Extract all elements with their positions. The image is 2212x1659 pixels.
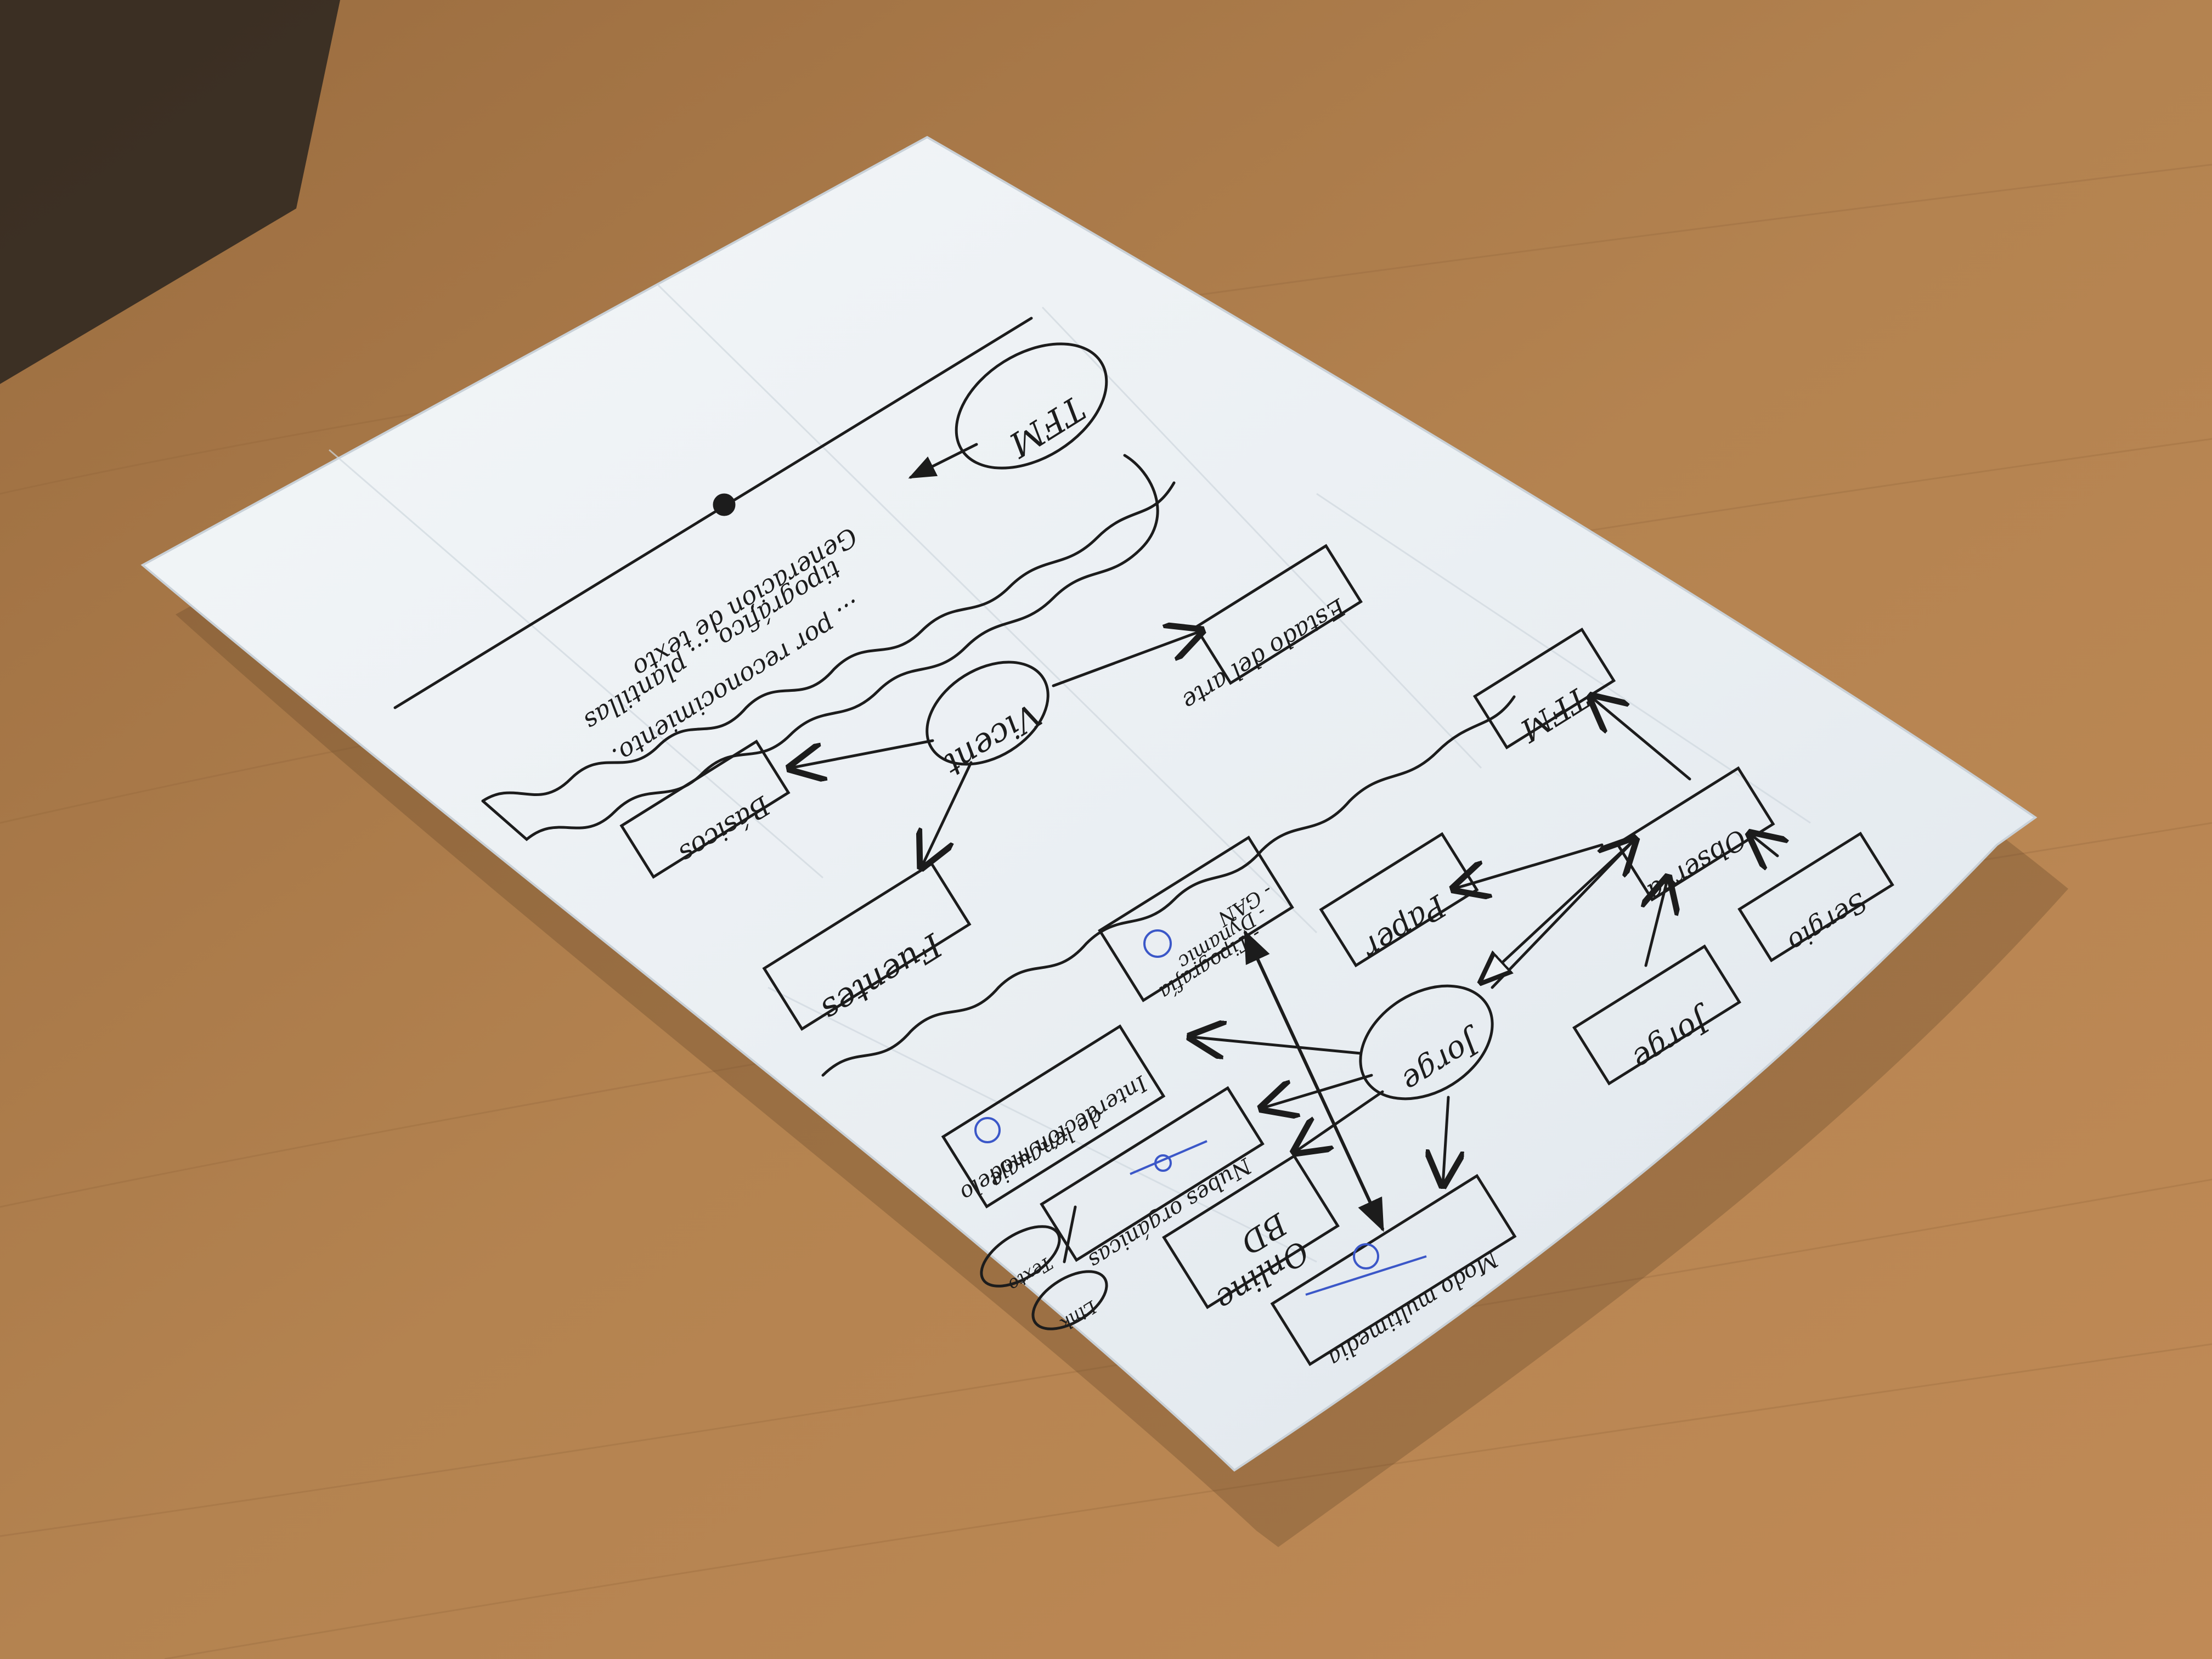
link-oval [1031, 1270, 1108, 1330]
arrow-observa-tfm [1591, 697, 1691, 781]
fuentes-box [762, 862, 972, 1031]
arrow-jorge-observa [1646, 878, 1668, 967]
wavy-divider-bottom [821, 695, 1516, 1077]
wavy-divider-top-2 [481, 454, 1159, 842]
desk-shadow-corner [0, 0, 340, 384]
paper-sheet [140, 136, 2038, 1472]
sketch-middle-section [619, 544, 1516, 1077]
double-arrow-gan-modo [1244, 929, 1384, 1232]
star-icon [713, 493, 736, 516]
gan-box [1098, 836, 1294, 1002]
arrow-tfm-top [908, 443, 978, 479]
arrow-observa-jorge [1481, 838, 1637, 982]
blue-ink-marks [974, 929, 1427, 1296]
blue-star-icon-3 [1353, 1243, 1379, 1269]
interaccion-box [941, 1024, 1166, 1209]
tfm-circle-top [955, 342, 1108, 470]
arrow-vicent-basicos [790, 739, 934, 768]
sketch-top-section [393, 317, 1176, 842]
sergio-box [1737, 832, 1894, 962]
arrow-jorge-center-observa [1491, 839, 1635, 989]
arrow-vicent-fuentes [922, 761, 973, 867]
basicos-box [619, 740, 791, 879]
blue-star-icon-1 [1143, 929, 1172, 958]
arrow-vicent-estado [1052, 631, 1201, 687]
jorge-box [1572, 944, 1741, 1086]
wavy-divider-top [481, 481, 1176, 803]
line-nubes-oval [1063, 1205, 1077, 1263]
arrow-sergio-observa [1750, 834, 1778, 856]
estado-box [1194, 544, 1363, 685]
blue-star-icon-2 [974, 1117, 1001, 1143]
sketch-bottom-section [941, 627, 1894, 1367]
tfm-box-bottom [1472, 627, 1616, 750]
separator-line-top [393, 317, 1033, 709]
texto-oval [980, 1225, 1061, 1288]
arrow-jorge-modo [1443, 1096, 1448, 1185]
arrow-observa-paper [1454, 843, 1604, 889]
vicent-circle [926, 661, 1049, 766]
modo-box [1270, 1173, 1517, 1367]
